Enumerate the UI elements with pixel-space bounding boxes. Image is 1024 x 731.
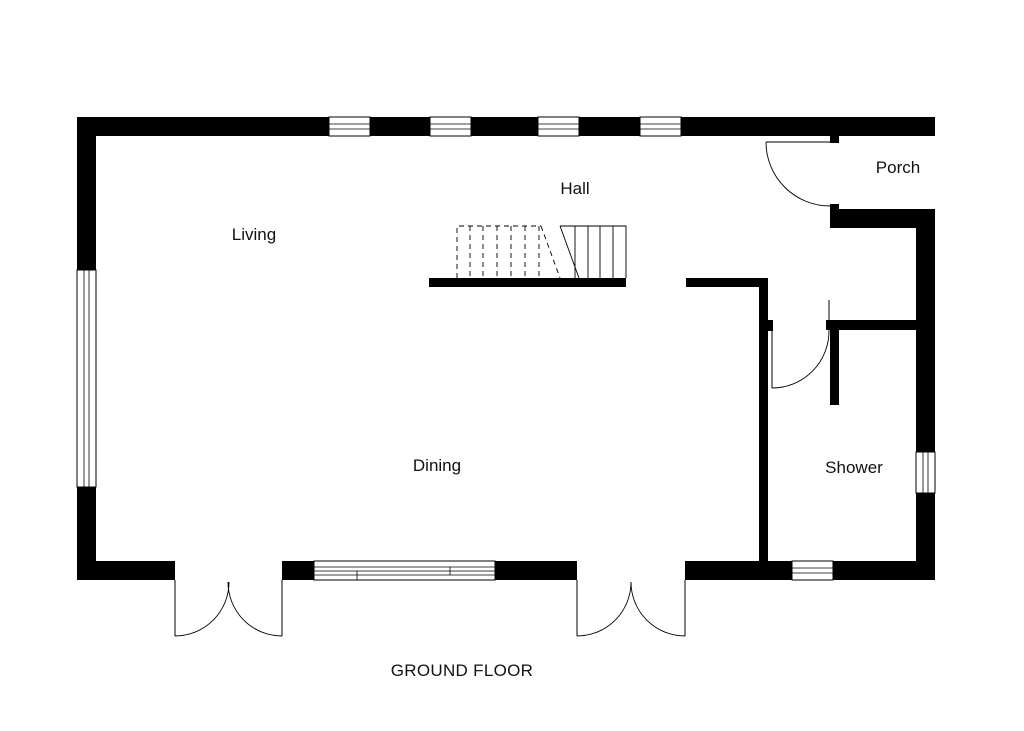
wall-cupboard-top xyxy=(826,320,916,330)
floor-title: GROUND FLOOR xyxy=(391,661,533,680)
staircase xyxy=(456,225,627,279)
room-label-dining: Dining xyxy=(413,456,461,475)
wall-porch-inner xyxy=(830,209,935,228)
stair-break-line xyxy=(559,225,580,279)
wall-hall-return xyxy=(686,278,768,287)
wall-left-lower xyxy=(77,487,96,580)
external-walls xyxy=(77,117,935,580)
wall-cupboard-side xyxy=(830,320,839,405)
wall-right-lower xyxy=(916,493,935,580)
window-top-4 xyxy=(639,116,682,137)
room-label-hall: Hall xyxy=(560,179,589,198)
windows xyxy=(76,116,936,581)
window-left xyxy=(76,269,97,488)
window-top-2 xyxy=(429,116,472,137)
stair-lower-flight xyxy=(560,225,627,278)
wall-top-pier-2 xyxy=(471,117,538,136)
wall-top-right xyxy=(681,117,935,136)
room-label-porch: Porch xyxy=(876,158,920,177)
wall-bottom-right xyxy=(833,561,935,580)
wall-bottom-left xyxy=(77,561,175,580)
wall-top-pier-1 xyxy=(370,117,430,136)
wall-right-upper xyxy=(916,209,935,452)
window-top-3 xyxy=(537,116,580,137)
french-doors-left xyxy=(174,580,283,637)
porch-door xyxy=(765,141,831,207)
wall-left-upper xyxy=(77,117,96,270)
stair-upper-flight xyxy=(456,225,541,278)
french-doors-right xyxy=(576,580,686,637)
wall-bottom-pier-1 xyxy=(282,561,314,580)
room-label-shower: Shower xyxy=(825,458,883,477)
wall-bottom-pier-2 xyxy=(495,561,577,580)
wall-stair-edge xyxy=(429,278,626,287)
room-labels: Living Hall Porch Dining Shower xyxy=(232,158,920,477)
window-bottom-right xyxy=(791,560,834,581)
wall-porch-jamb xyxy=(830,136,839,143)
room-label-living: Living xyxy=(232,225,276,244)
internal-walls xyxy=(429,278,916,562)
wall-porch-stub xyxy=(830,204,839,228)
wall-shower-jamb xyxy=(764,320,773,331)
wall-top-pier-3 xyxy=(579,117,640,136)
window-shower xyxy=(915,451,936,494)
doors xyxy=(174,141,831,637)
window-bottom-sliding xyxy=(313,560,496,581)
wall-top-left xyxy=(77,117,329,136)
wall-shower-partition xyxy=(759,278,768,562)
wall-bottom-pier-3 xyxy=(685,561,792,580)
window-top-1 xyxy=(328,116,371,137)
shower-door xyxy=(771,300,830,389)
